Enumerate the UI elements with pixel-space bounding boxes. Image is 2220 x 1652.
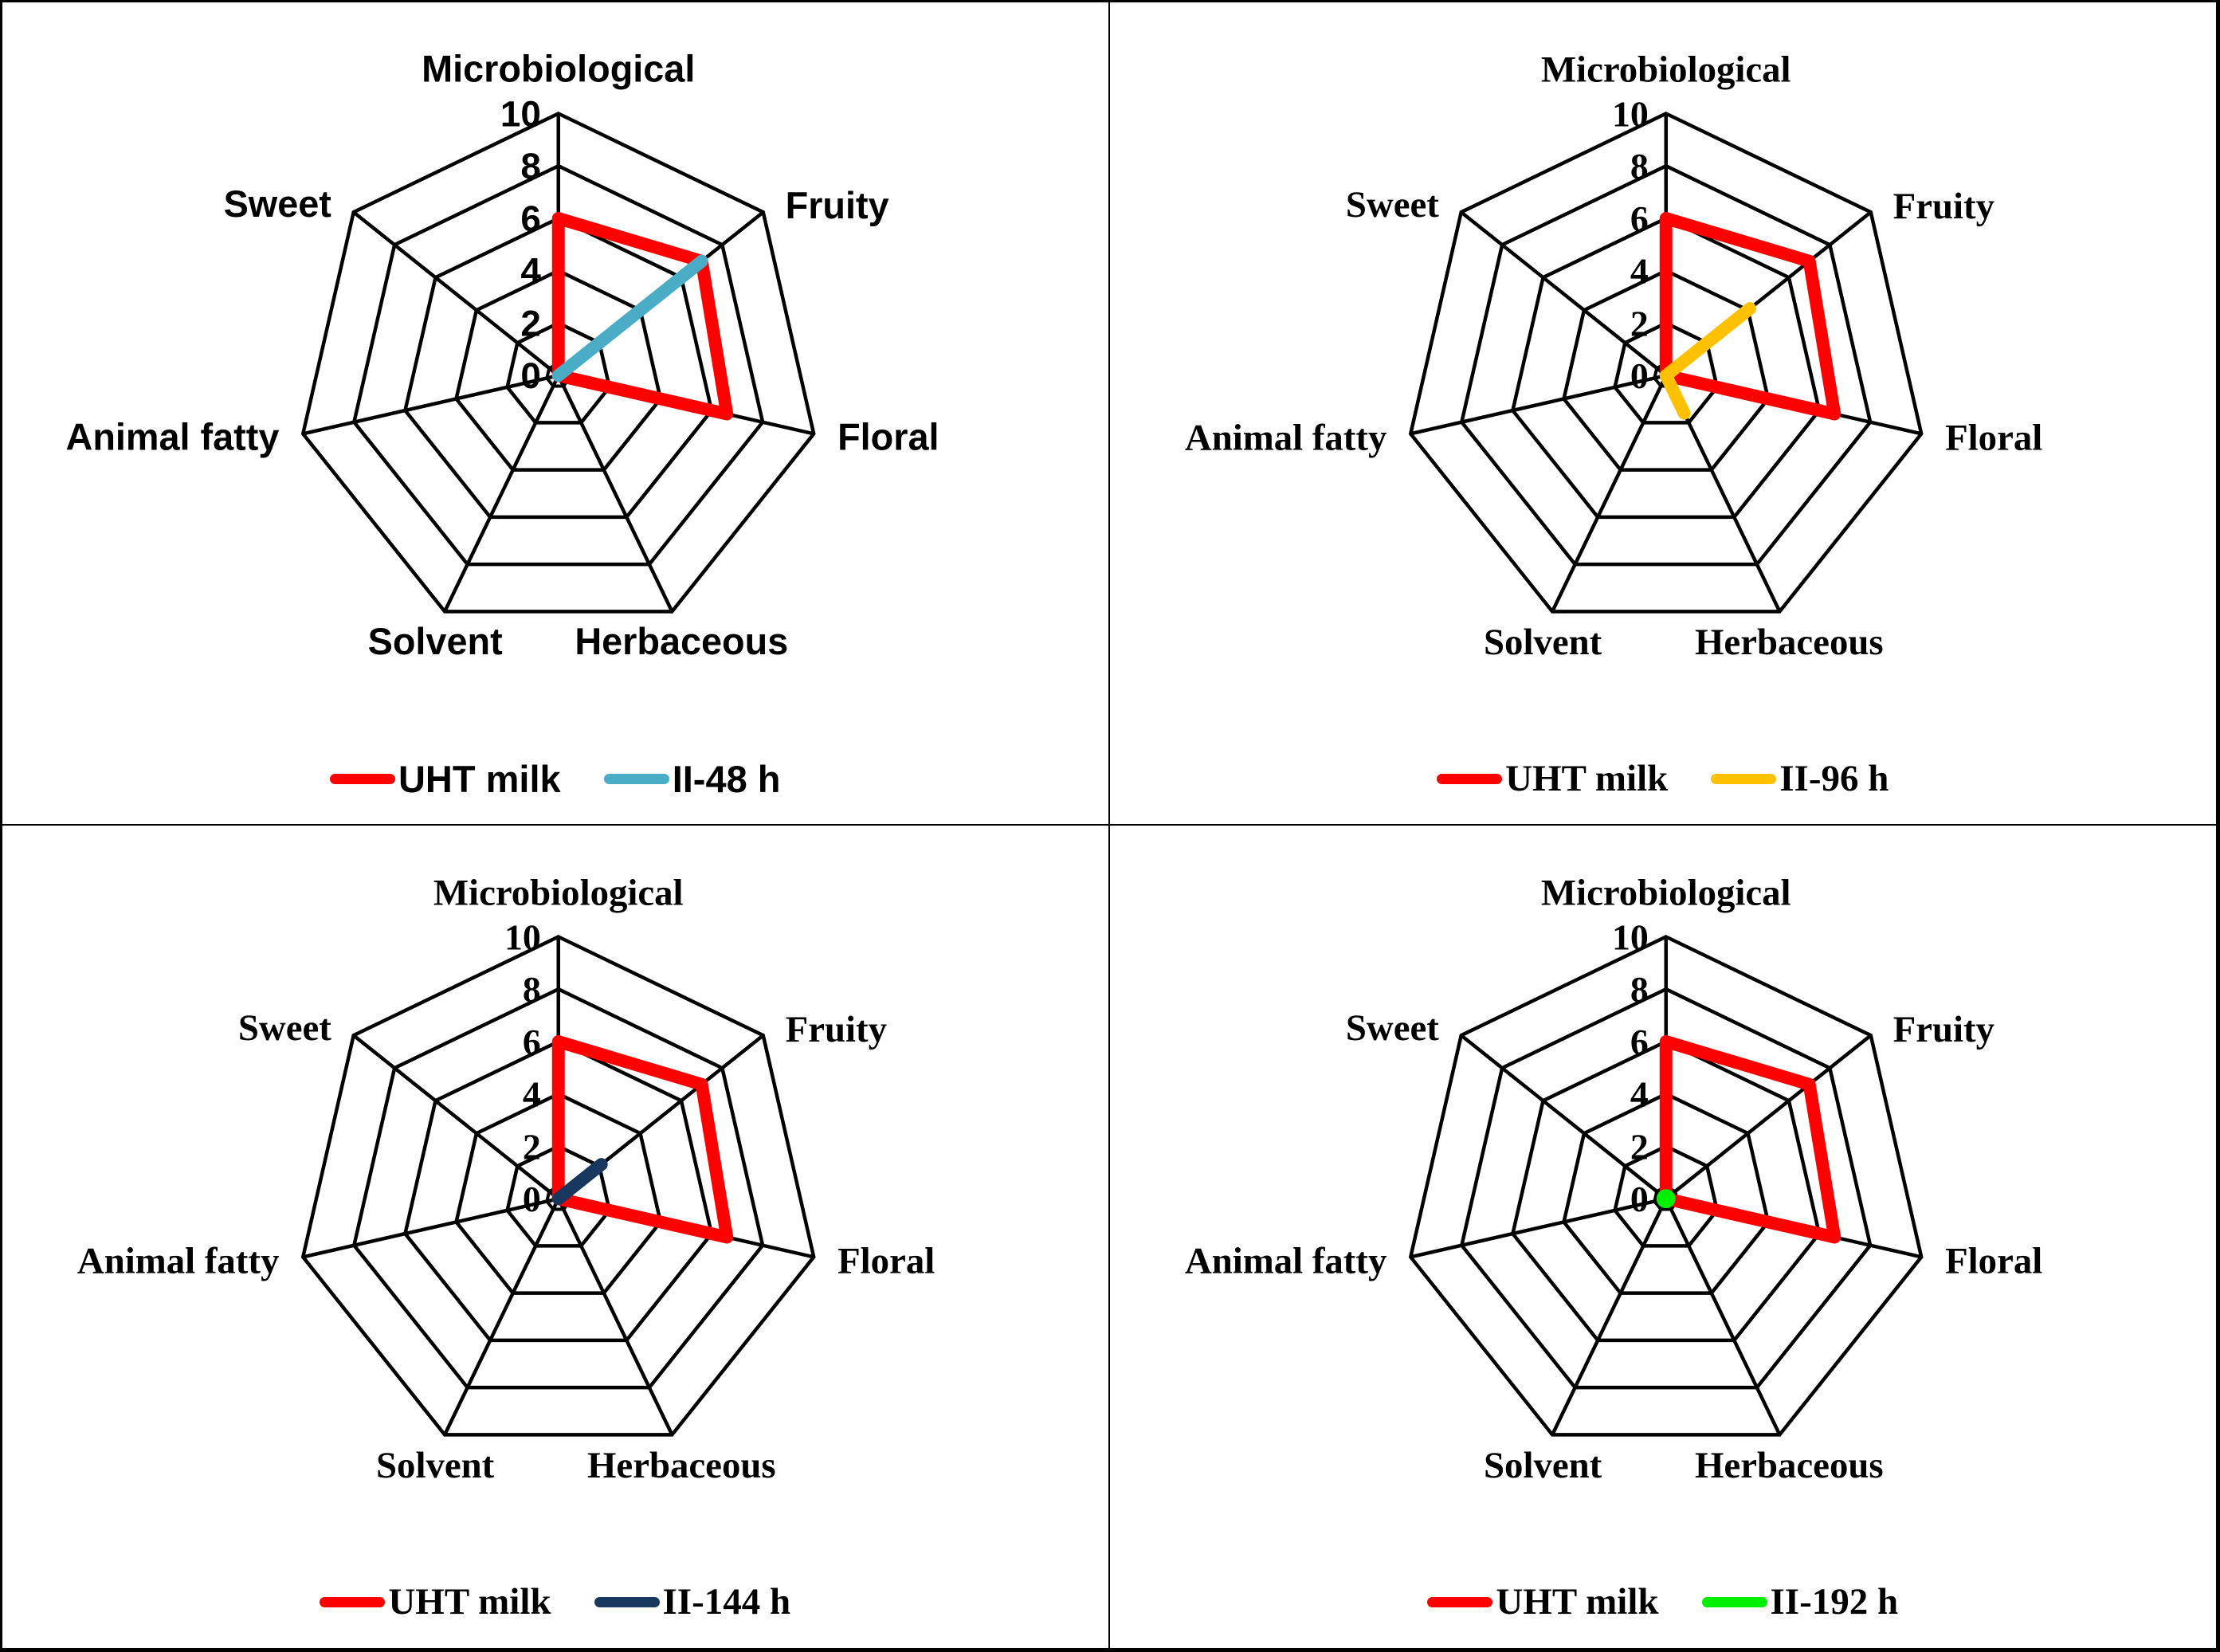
axis-label-sweet: Sweet (1345, 184, 1438, 226)
tick-label-10: 10 (504, 916, 541, 957)
axis-label-solvent: Solvent (1484, 1445, 1602, 1486)
tick-label-0: 0 (522, 1179, 540, 1219)
series-uht-milk (551, 1034, 733, 1244)
axis-label-animal-fatty: Animal fatty (1184, 1240, 1386, 1281)
axis-label-solvent: Solvent (1484, 622, 1602, 663)
tick-label-2: 2 (522, 1126, 540, 1167)
axis-label-floral: Floral (1945, 417, 2042, 458)
axis-label-fruity: Fruity (785, 185, 888, 226)
series-ii-48-h (551, 254, 708, 382)
tick-label-2: 2 (1630, 1126, 1648, 1167)
axis-label-herbaceous: Herbaceous (1695, 1445, 1884, 1486)
tick-label-6: 6 (1630, 1022, 1648, 1062)
radial-tick-labels: 0 2 4 6 8 10 (1612, 93, 1649, 396)
axis-label-floral: Floral (837, 1240, 935, 1281)
radial-tick-labels: 0 2 4 6 8 10 (504, 916, 541, 1219)
axis-label-animal-fatty: Animal fatty (1184, 417, 1386, 458)
radar-gridlines (1408, 111, 1924, 614)
axis-label-fruity: Fruity (1892, 186, 1994, 227)
radial-tick-labels: 0 2 4 6 8 10 (1612, 916, 1649, 1219)
tick-label-6: 6 (1630, 198, 1648, 238)
tick-label-2: 2 (1630, 303, 1648, 343)
axis-label-microbiological: Microbiological (433, 873, 683, 914)
axis-label-sweet: Sweet (223, 183, 331, 225)
tick-label-8: 8 (1630, 146, 1648, 186)
radial-tick-labels: 0 2 4 6 8 10 (500, 93, 540, 396)
axis-label-floral: Floral (837, 416, 939, 457)
axis-label-microbiological: Microbiological (1540, 49, 1791, 90)
axis-label-solvent: Solvent (376, 1445, 495, 1486)
series-ii-96-h (1659, 301, 1756, 420)
tick-label-10: 10 (1612, 93, 1649, 134)
axis-label-sweet: Sweet (237, 1007, 331, 1049)
tick-label-0: 0 (1630, 355, 1648, 396)
series-ii-192-h (1656, 1189, 1676, 1209)
axis-label-fruity: Fruity (785, 1009, 886, 1050)
tick-label-8: 8 (520, 146, 540, 186)
axis-label-sweet: Sweet (1345, 1007, 1438, 1049)
tick-label-6: 6 (522, 1022, 540, 1062)
radar-svg-3: 0 2 4 6 8 10MicrobiologicalFruityFloralHerbac… (76, 873, 934, 1487)
tick-label-10: 10 (1612, 916, 1649, 957)
axis-label-floral: Floral (1945, 1240, 2042, 1281)
axis-label-animal-fatty: Animal fatty (76, 1240, 278, 1281)
radar-svg-1: 0 2 4 6 8 10MicrobiologicalFruityFloralHerbac… (65, 48, 939, 662)
tick-label-0: 0 (1630, 1179, 1648, 1219)
axis-label-herbaceous: Herbaceous (575, 621, 788, 662)
tick-label-6: 6 (520, 198, 540, 238)
tick-label-0: 0 (520, 355, 540, 396)
tick-label-10: 10 (500, 93, 540, 134)
axis-label-animal-fatty: Animal fatty (65, 416, 279, 457)
axis-label-fruity: Fruity (1892, 1009, 1994, 1050)
tick-label-4: 4 (522, 1074, 540, 1115)
series-ii-144-h (551, 1158, 608, 1206)
axis-label-solvent: Solvent (367, 621, 502, 662)
tick-label-4: 4 (1630, 250, 1648, 291)
axis-label-microbiological: Microbiological (1540, 873, 1791, 914)
radar-svg-4: 0 2 4 6 8 10MicrobiologicalFruityFloralHerbac… (1184, 873, 2042, 1487)
tick-label-4: 4 (520, 250, 541, 291)
radar-gridlines (1408, 934, 1924, 1437)
series-uht-milk (1659, 1034, 1841, 1244)
axis-label-microbiological: Microbiological (422, 48, 695, 89)
tick-label-4: 4 (1630, 1074, 1648, 1115)
tick-label-8: 8 (522, 969, 540, 1010)
axis-label-herbaceous: Herbaceous (587, 1445, 776, 1486)
series-uht-milk (1659, 211, 1841, 420)
tick-label-2: 2 (520, 303, 540, 343)
tick-label-8: 8 (1630, 969, 1648, 1010)
series-uht-milk (551, 211, 733, 420)
radar-svg-2: 0 2 4 6 8 10MicrobiologicalFruityFloralHerbac… (1184, 49, 2042, 663)
axis-label-herbaceous: Herbaceous (1695, 622, 1884, 663)
